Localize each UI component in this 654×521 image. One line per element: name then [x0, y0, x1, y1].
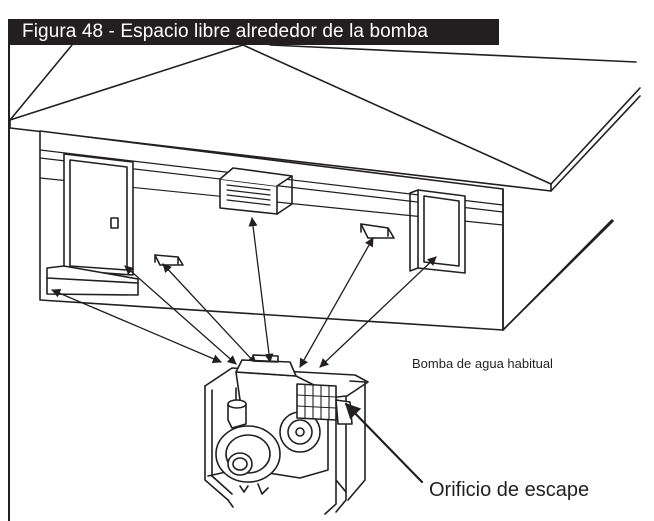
figure-title-bar: Figura 48 - Espacio libre alrededor de l… — [8, 19, 499, 45]
figure-title: Figura 48 - Espacio libre alrededor de l… — [22, 21, 429, 42]
frame-left-border — [8, 45, 10, 521]
large-vent — [219, 167, 293, 215]
small-vent-right — [360, 223, 395, 239]
water-pump — [204, 354, 369, 515]
house-roof — [9, 44, 641, 192]
pump-label: Bomba de agua habitual — [412, 356, 553, 371]
clearance-arrows — [51, 217, 437, 368]
exhaust-label: Orificio de escape — [429, 479, 590, 501]
house-window — [409, 189, 466, 274]
exhaust-pointer-line — [344, 402, 424, 484]
